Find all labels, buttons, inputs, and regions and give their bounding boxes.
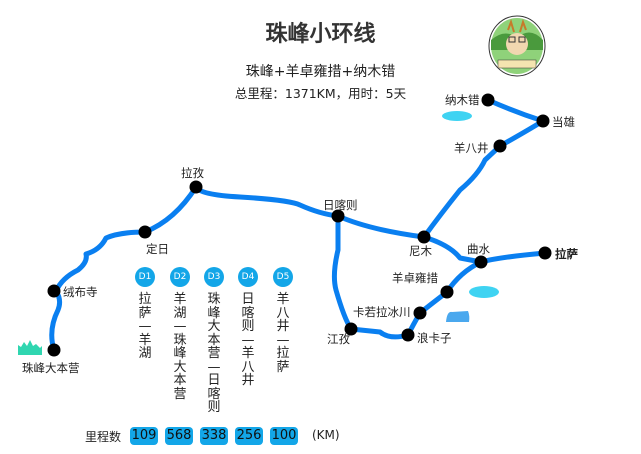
yangzhuo-lake (469, 286, 499, 298)
node-lazi (189, 180, 203, 194)
label-rongbusi: 绒布寺 (63, 285, 98, 299)
day-badge-1: D1 (135, 267, 155, 287)
label-langkazi: 浪卡子 (417, 331, 452, 345)
label-rikaze: 日喀则 (323, 198, 358, 212)
node-dingri (138, 225, 152, 239)
label-jiangzi: 江孜 (327, 332, 350, 346)
label-nimu: 尼木 (409, 244, 432, 258)
glacier-icon (446, 311, 470, 322)
node-nimu (417, 230, 431, 244)
label-yangbajing: 羊八井 (454, 141, 489, 155)
mountain-icon (18, 340, 42, 355)
label-dingri: 定日 (146, 242, 169, 256)
namucuo-lake (442, 111, 472, 121)
distance-label: 里程数 (85, 430, 122, 444)
day-route-1: 拉萨—羊湖 (138, 292, 152, 361)
label-kamola: 卡若拉冰川 (353, 305, 411, 319)
day-badge-4: D4 (238, 267, 258, 287)
trip-summary: 总里程：1371KM，用时：5天 (234, 86, 407, 101)
node-yangzhuo (440, 285, 454, 299)
day-distance-1: 109 (130, 427, 158, 445)
day-route-3: 珠峰大本营—日喀则 (207, 292, 221, 415)
node-qushui (474, 255, 488, 269)
day-route-2: 羊湖—珠峰大本营 (173, 292, 187, 402)
day-route-5: 羊八井—拉萨 (276, 292, 290, 375)
day-badge-5: D5 (273, 267, 293, 287)
day-badge-3: D3 (204, 267, 224, 287)
day-badge-2: D2 (170, 267, 190, 287)
label-qushui: 曲水 (467, 242, 490, 256)
label-yangzhuo: 羊卓雍措 (392, 271, 438, 285)
day-route-4: 日喀则—羊八井 (241, 292, 255, 388)
label-namucuo: 纳木错 (445, 93, 480, 107)
node-dangxiong (536, 114, 550, 128)
node-rongbusi (47, 284, 61, 298)
node-lasa (538, 246, 552, 260)
distance-unit: (KM) (312, 428, 340, 442)
route-subtitle: 珠峰+羊卓雍措+纳木错 (245, 64, 396, 80)
day-distance-3: 338 (200, 427, 228, 445)
page-title: 珠峰小环线 (265, 22, 376, 47)
node-langkazi (401, 328, 415, 342)
route-line (49, 97, 548, 353)
node-namucuo (481, 93, 495, 107)
day-distance-2: 568 (165, 427, 193, 445)
label-lasa: 拉萨 (555, 247, 578, 261)
day-distance-4: 256 (235, 427, 263, 445)
node-jiangzi (344, 322, 358, 336)
label-basecamp: 珠峰大本营 (22, 361, 80, 375)
node-yangbajing (493, 139, 507, 153)
node-kamola (413, 306, 427, 320)
label-lazi: 拉孜 (181, 166, 204, 180)
node-basecamp (47, 343, 61, 357)
node-rikaze (331, 209, 345, 223)
label-dangxiong: 当雄 (552, 115, 575, 129)
day-distance-5: 100 (270, 427, 298, 445)
logo (488, 15, 546, 77)
